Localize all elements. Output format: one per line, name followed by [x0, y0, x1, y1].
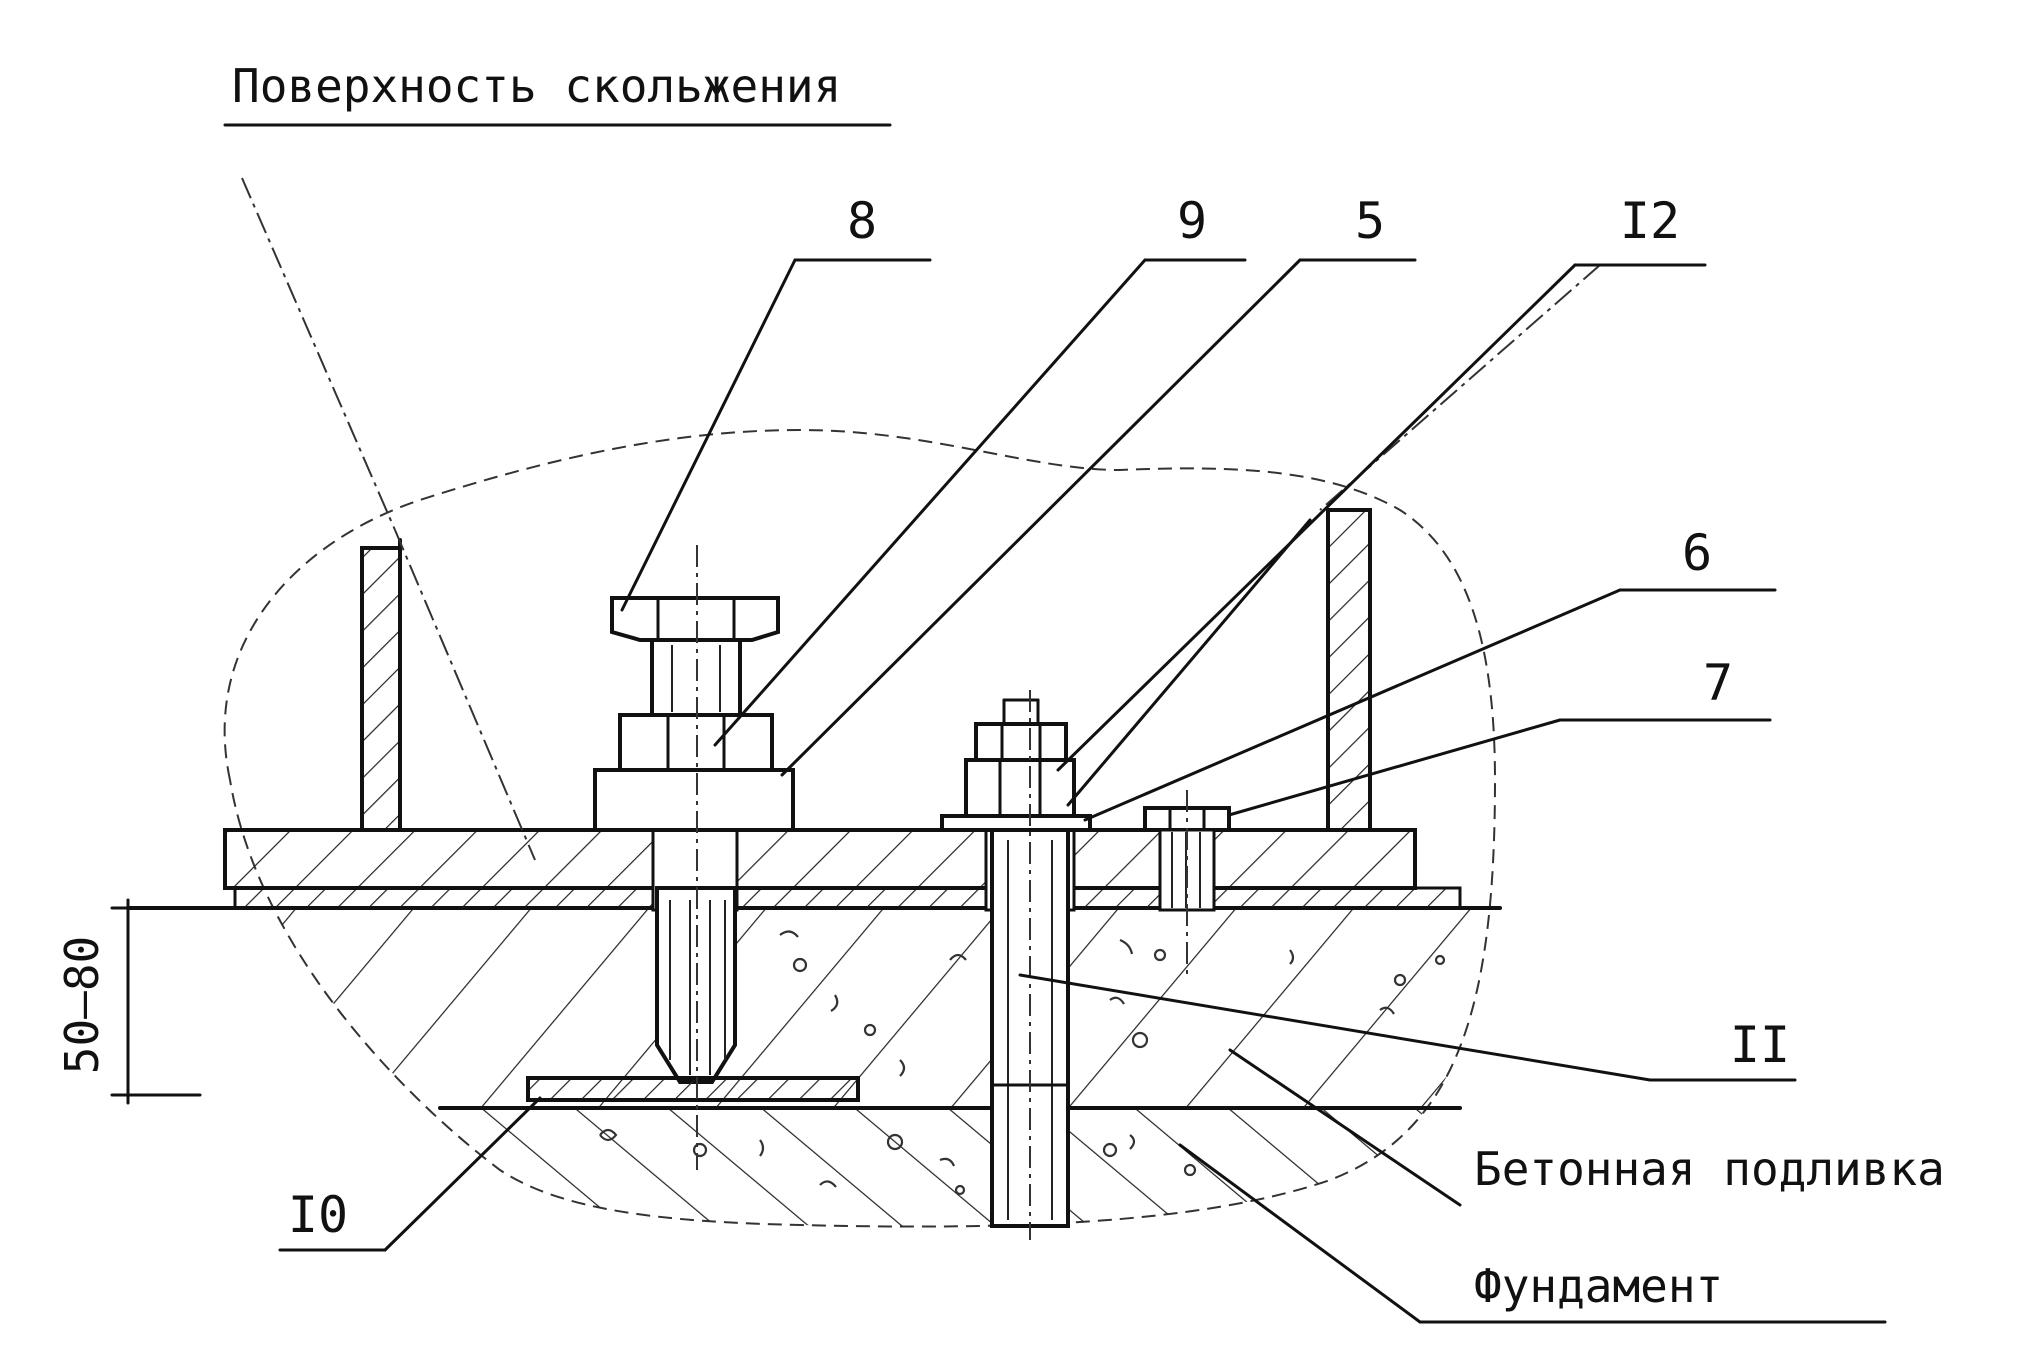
left-wall	[360, 538, 402, 832]
callout-6: 6	[1682, 524, 1712, 582]
support-plate	[526, 1076, 860, 1102]
foundation-caption: Фундамент	[1474, 1259, 1723, 1313]
callout-9: 9	[1177, 192, 1207, 250]
callout-leaders	[278, 258, 1887, 1324]
callout-8: 8	[847, 192, 877, 250]
callout-5: 5	[1355, 192, 1385, 250]
dimension-50-80: 50–80	[55, 898, 202, 1105]
dimension-label: 50–80	[55, 936, 109, 1074]
slip-surface-caption-group: Поверхность скольжения	[223, 59, 892, 127]
foundation-block	[224, 1108, 1495, 1227]
slip-surface-caption: Поверхность скольжения	[232, 59, 841, 113]
grout-caption: Бетонная подливка	[1474, 1142, 1945, 1196]
shim-layer	[233, 886, 1462, 910]
callout-10: I0	[288, 1186, 348, 1244]
callout-7: 7	[1703, 654, 1733, 712]
base-plate	[223, 828, 1417, 890]
callout-11: II	[1730, 1016, 1790, 1074]
centre-lines	[696, 545, 1188, 1240]
grout-layer	[224, 908, 1495, 1108]
callout-12: I2	[1620, 192, 1680, 250]
slip-surface-leaders	[241, 177, 1601, 861]
